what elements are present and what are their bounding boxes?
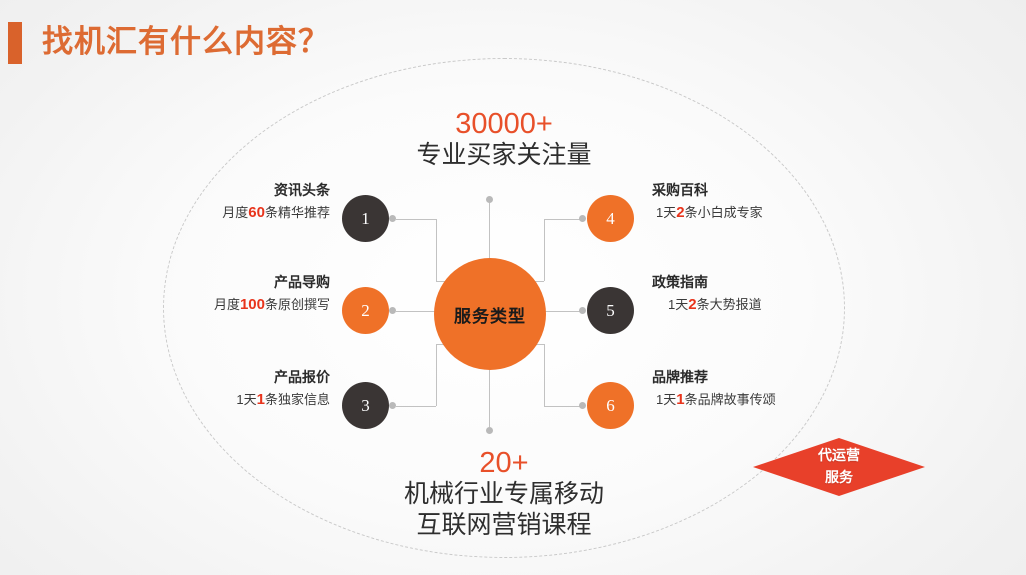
- connector-node-4-v: [544, 219, 545, 281]
- callout-top-caption: 专业买家关注量: [416, 141, 592, 169]
- node-number-4: 4: [606, 208, 615, 228]
- connector-node-6-v: [544, 344, 545, 406]
- connector-node-1-v: [436, 219, 437, 281]
- callout-top-number: 30000+: [455, 108, 553, 140]
- node-subtitle-1: 月度60条精华推荐: [222, 204, 330, 221]
- node-label-3: 产品报价 1天1条独家信息: [155, 368, 330, 409]
- connector-node-2-h: [396, 311, 444, 312]
- node-label-6: 品牌推荐 1天1条品牌故事传颂: [652, 368, 872, 409]
- node-title-1: 资讯头条: [274, 182, 330, 198]
- connector-node-3-v: [436, 344, 437, 406]
- title-accent-bar: [8, 22, 22, 64]
- callout-bottom-caption-line2: 互联网营销课程: [416, 511, 592, 539]
- connector-dot-top: [486, 196, 493, 203]
- background-dashed-ellipse: [163, 58, 845, 558]
- hub-label: 服务类型: [454, 306, 526, 326]
- node-label-5: 政策指南 1天2条大势报道: [652, 273, 872, 314]
- node-circle-6[interactable]: 6: [587, 382, 634, 429]
- node-circle-2[interactable]: 2: [342, 287, 389, 334]
- connector-node-1-h: [396, 219, 436, 220]
- connector-dot-node-3: [389, 402, 396, 409]
- node-number-2: 2: [361, 300, 370, 320]
- node-title-3: 产品报价: [274, 369, 330, 385]
- connector-top-stem: [489, 200, 490, 258]
- node-number-3: 3: [361, 395, 370, 415]
- node-title-2: 产品导购: [274, 274, 330, 290]
- connector-node-3-h: [396, 406, 436, 407]
- connector-node-6-h: [544, 406, 582, 407]
- node-subtitle-5: 1天2条大势报道: [668, 296, 762, 313]
- hub-circle[interactable]: 服务类型: [434, 258, 546, 370]
- ribbon-badge[interactable]: 代运营 服务: [753, 438, 925, 496]
- node-subtitle-6: 1天1条品牌故事传颂: [656, 391, 776, 408]
- connector-dot-node-6: [579, 402, 586, 409]
- connector-node-5-h: [536, 311, 584, 312]
- callout-bottom-caption-line1: 机械行业专属移动: [403, 480, 604, 508]
- node-subtitle-3: 1天1条独家信息: [236, 391, 330, 408]
- callout-bottom-number: 20+: [479, 447, 529, 479]
- node-number-5: 5: [606, 300, 615, 320]
- connector-dot-node-5: [579, 307, 586, 314]
- connector-dot-node-2: [389, 307, 396, 314]
- connector-node-4-h: [544, 219, 582, 220]
- page-title: 找机汇有什么内容？: [42, 24, 330, 59]
- node-label-1: 资讯头条 月度60条精华推荐: [155, 181, 330, 222]
- connector-bottom-stem: [489, 370, 490, 428]
- node-title-4: 采购百科: [652, 182, 708, 198]
- ribbon-line-2: 服务: [825, 469, 853, 485]
- connector-dot-node-1: [389, 215, 396, 222]
- node-label-2: 产品导购 月度100条原创撰写: [155, 273, 330, 314]
- diamond-icon: [753, 438, 925, 496]
- node-number-6: 6: [606, 395, 615, 415]
- ribbon-line-1: 代运营: [818, 447, 860, 463]
- node-circle-4[interactable]: 4: [587, 195, 634, 242]
- connector-dot-bottom: [486, 427, 493, 434]
- node-subtitle-2: 月度100条原创撰写: [213, 296, 330, 313]
- node-label-4: 采购百科 1天2条小白成专家: [652, 181, 872, 222]
- node-number-1: 1: [361, 208, 370, 228]
- callout-top: 30000+ 专业买家关注量: [354, 108, 654, 171]
- node-title-6: 品牌推荐: [652, 369, 708, 385]
- callout-bottom: 20+ 机械行业专属移动 互联网营销课程: [354, 447, 654, 541]
- ribbon-label: 代运营 服务: [753, 444, 925, 488]
- node-circle-3[interactable]: 3: [342, 382, 389, 429]
- node-circle-5[interactable]: 5: [587, 287, 634, 334]
- connector-dot-node-4: [579, 215, 586, 222]
- node-subtitle-4: 1天2条小白成专家: [656, 204, 763, 221]
- node-circle-1[interactable]: 1: [342, 195, 389, 242]
- node-title-5: 政策指南: [652, 274, 708, 290]
